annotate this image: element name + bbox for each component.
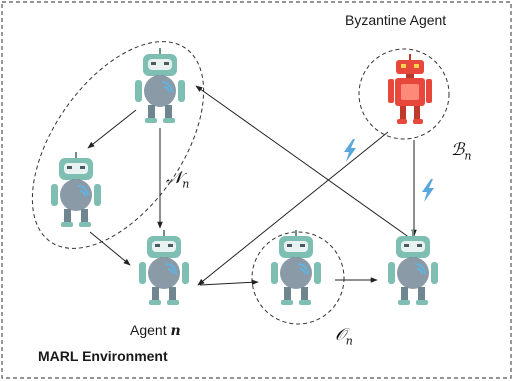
byzantine-circle (358, 48, 450, 140)
observed-set-symbol: 𝒪 (335, 325, 346, 345)
edge-byzantine-to-center (197, 131, 389, 286)
byzantine-robot-icon (387, 53, 433, 125)
observed-set-label: 𝒪n (335, 325, 353, 347)
neighborhood-ellipse (31, 41, 205, 249)
edge-right-to-top (195, 85, 411, 239)
lightning-icon (422, 179, 434, 202)
agent-n-variable: n (170, 323, 181, 339)
neighborhood-symbol: 𝒩 (166, 168, 183, 188)
environment-label: MARL Environment (38, 348, 168, 364)
agent-robot-icon (387, 229, 439, 306)
byzantine-agent-label: Byzantine Agent (345, 12, 447, 28)
observed-subscript: n (345, 334, 353, 348)
byzantine-set-symbol: ℬ (451, 140, 465, 160)
neighborhood-subscript: n (182, 177, 190, 191)
edge-left-to-center (89, 231, 131, 266)
agent-robot-icon (134, 47, 186, 124)
agent-robot-icon (50, 151, 102, 228)
observed-circle (251, 231, 345, 325)
neighborhood-set-label: 𝒩n (166, 168, 189, 190)
byzantine-subscript: n (464, 149, 472, 163)
agent-n-prefix: Agent (130, 322, 171, 338)
edge-center-to-observed (199, 279, 259, 286)
agent-n-robot-icon (138, 229, 190, 306)
byzantine-set-label: ℬn (451, 140, 471, 162)
agent-n-label: Agent n (130, 322, 181, 339)
lightning-icon (344, 139, 356, 162)
agent-robot-icon (270, 229, 322, 306)
edge-top-to-left (87, 109, 137, 149)
edges (87, 85, 417, 286)
